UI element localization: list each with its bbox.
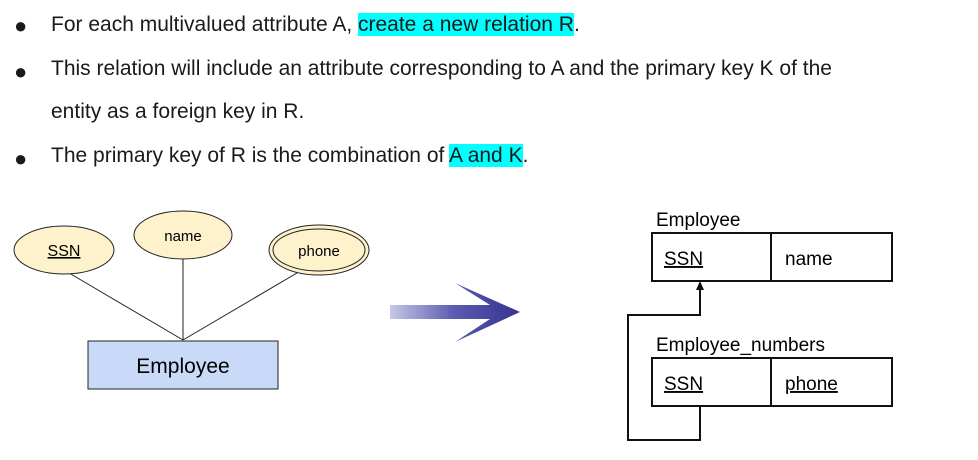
bullet-marker: ●	[14, 59, 28, 84]
bullet-1-text: For each multivalued attribute A,	[51, 13, 358, 36]
bullet-3-highlight: A and K	[449, 144, 523, 167]
entity-employee: Employee	[87, 340, 279, 390]
bullet-marker: ●	[14, 146, 28, 171]
bullet-1-period: .	[573, 13, 580, 36]
bullet-3-text: The primary key of R is the combination …	[51, 144, 450, 167]
relation-employee: Employee SSN name	[651, 210, 893, 282]
relation-employee-title: Employee	[656, 210, 741, 231]
relation-employee-name: name	[785, 249, 833, 270]
attribute-phone-label: phone	[298, 243, 340, 260]
er-connector-lines	[63, 259, 303, 341]
relation-employee-numbers-ssn: SSN	[664, 374, 703, 395]
bullet-text-2b: entity as a foreign key in R.	[51, 90, 304, 134]
bullet-2-line-2: entity as a foreign key in R.	[51, 100, 305, 123]
relation-employee-numbers-phone: phone	[785, 374, 838, 395]
relation-employee-ssn: SSN	[664, 249, 703, 270]
bullet-1-highlight: create a new relation R	[358, 13, 574, 36]
bullet-marker: ●	[14, 13, 28, 38]
entity-employee-label: Employee	[136, 355, 229, 378]
bullet-3-period: .	[522, 144, 529, 167]
transform-arrow	[390, 283, 520, 342]
bullet-2-line-1: This relation will include an attribute …	[51, 57, 832, 80]
attribute-name: name	[133, 210, 233, 260]
foreign-key-arrow	[627, 281, 704, 441]
relation-employee-numbers-title: Employee_numbers	[656, 335, 825, 356]
bullet-text-3: The primary key of R is the combination …	[51, 134, 528, 178]
bullet-text-2: This relation will include an attribute …	[51, 47, 832, 91]
attribute-ssn-label: SSN	[48, 243, 81, 260]
attribute-phone-multivalued: phone	[268, 224, 370, 276]
bullet-text-1: For each multivalued attribute A, create…	[51, 3, 580, 47]
relation-employee-numbers: Employee_numbers SSN phone	[651, 335, 893, 407]
attribute-ssn: SSN	[13, 225, 115, 275]
attribute-name-label: name	[164, 228, 202, 245]
